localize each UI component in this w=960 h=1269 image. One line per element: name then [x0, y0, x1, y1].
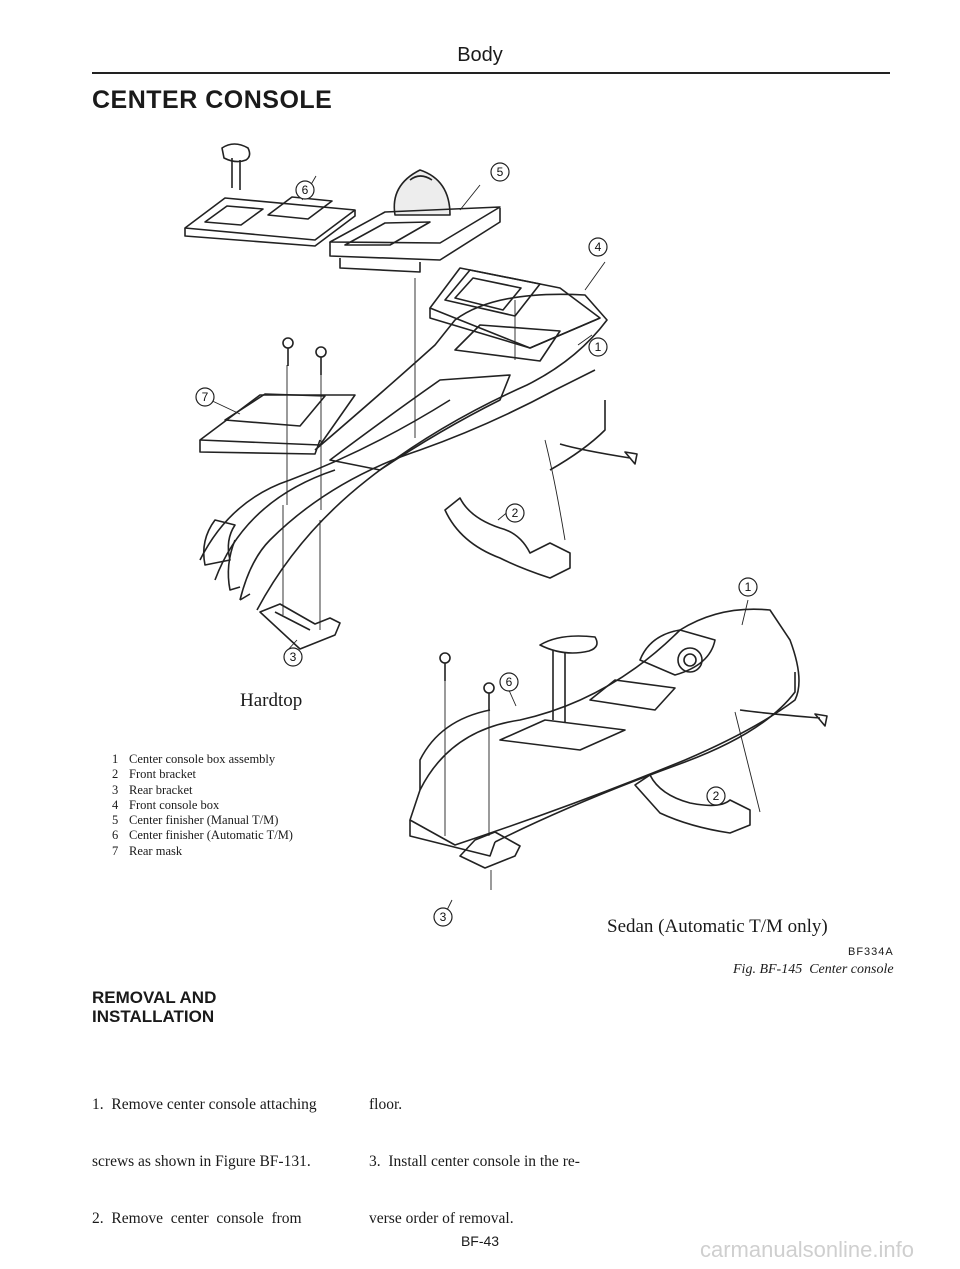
callout-6-sedan: 6 — [506, 675, 513, 689]
front-bracket-part — [444, 497, 571, 579]
body-line: 3. Install center console in the re- — [369, 1153, 580, 1170]
hardtop-caption: Hardtop — [240, 690, 303, 711]
exploded-view-diagram: 6 5 4 1 7 2 3 1 6 2 3 — [184, 143, 828, 927]
callout-1-hardtop: 1 — [595, 340, 602, 354]
watermark: carmanualsonline.info — [699, 1237, 914, 1262]
callout-7: 7 — [202, 390, 209, 404]
body-line: floor. — [369, 1096, 403, 1113]
body-line: 2. Remove center console from — [92, 1210, 302, 1227]
callout-3-hardtop: 3 — [290, 650, 297, 664]
body-line: 1. Remove center console attaching — [92, 1096, 317, 1113]
finisher-manual-part — [329, 169, 501, 273]
body-line: verse order of removal. — [369, 1210, 514, 1227]
callout-2-sedan: 2 — [713, 789, 720, 803]
callout-2-hardtop: 2 — [512, 506, 519, 520]
body-column-1: 1. Remove center console attaching screw… — [92, 1057, 317, 1247]
body-column-2: floor. 3. Install center console in the … — [369, 1057, 580, 1247]
sedan-caption: Sedan (Automatic T/M only) — [607, 916, 828, 937]
center-console-box-part — [199, 293, 608, 611]
sedan-console-part — [409, 608, 828, 869]
finisher-automatic-part — [184, 143, 356, 247]
rear-bracket-part — [259, 603, 341, 650]
running-header: Body — [457, 44, 503, 66]
section-heading: REMOVAL AND INSTALLATION — [92, 988, 217, 1026]
callout-1-sedan: 1 — [745, 580, 752, 594]
page-number: BF-43 — [460, 1233, 500, 1249]
body-line: screws as shown in Figure BF-131. — [92, 1153, 311, 1170]
callout-5: 5 — [497, 165, 504, 179]
callout-4: 4 — [595, 240, 602, 254]
front-console-box-part — [429, 267, 601, 349]
figure-caption: Fig. BF-145 Center console — [733, 962, 894, 977]
figure-code: BF334A — [848, 946, 894, 958]
page-title: CENTER CONSOLE — [92, 86, 333, 114]
header-rule — [92, 72, 890, 74]
callout-3-sedan: 3 — [440, 910, 447, 924]
callout-6-hardtop: 6 — [302, 183, 309, 197]
